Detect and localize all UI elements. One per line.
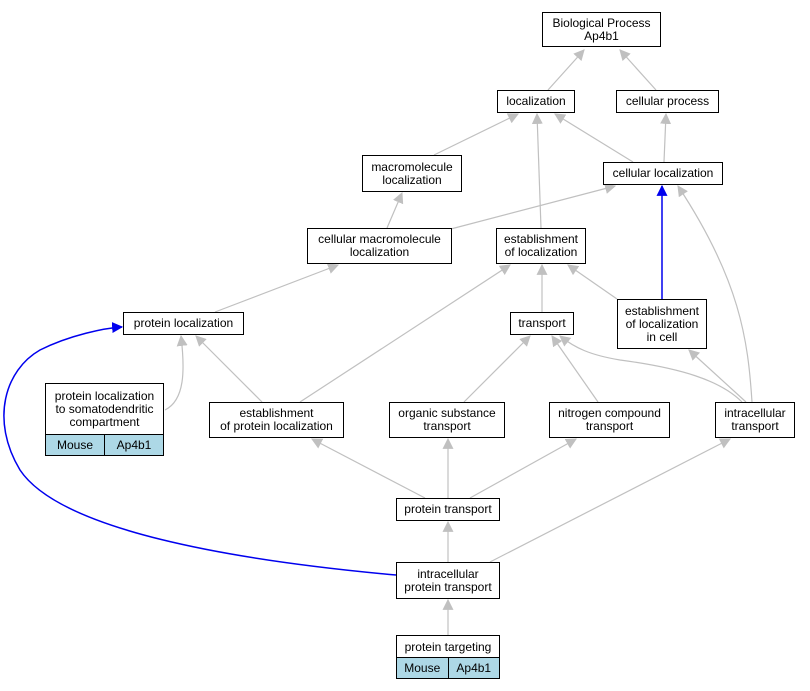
edge-protein-localization-to-cellular-macromolecule-localization bbox=[214, 263, 340, 313]
node-protein-targeting[interactable]: protein targeting Mouse Ap4b1 bbox=[396, 635, 500, 679]
edge-establishment-of-protein-localization-to-protein-localization bbox=[195, 335, 263, 403]
node-nitrogen-compound-transport[interactable]: nitrogen compound transport bbox=[549, 402, 670, 438]
edge-establishment-of-localization-in-cell-to-establishment-of-localization bbox=[567, 264, 618, 300]
edge-protein-transport-to-nitrogen-compound-transport bbox=[469, 438, 577, 499]
edge-protein-localization-somatodendritic-to-protein-localization bbox=[164, 334, 188, 411]
node-establishment-of-localization-in-cell[interactable]: establishment of localization in cell bbox=[617, 299, 707, 349]
node-cellular-macromolecule-localization[interactable]: cellular macromolecule localization bbox=[307, 228, 452, 264]
gene-cell[interactable]: Ap4b1 bbox=[104, 435, 163, 455]
node-protein-localization[interactable]: protein localization bbox=[123, 312, 244, 335]
edge-protein-transport-to-establishment-of-protein-localization bbox=[311, 438, 426, 499]
node-macromolecule-localization[interactable]: macromolecule localization bbox=[362, 155, 462, 192]
node-cellular-localization[interactable]: cellular localization bbox=[603, 162, 723, 185]
annotation-row: Mouse Ap4b1 bbox=[397, 657, 499, 678]
node-label: protein targeting bbox=[404, 639, 492, 654]
edge-localization-to-biological-process bbox=[547, 49, 585, 91]
edge-establishment-of-protein-localization-to-establishment-of-localization bbox=[299, 264, 511, 403]
node-transport[interactable]: transport bbox=[510, 312, 574, 335]
edge-organic-substance-transport-to-transport bbox=[463, 335, 531, 403]
node-intracellular-transport[interactable]: intracellular transport bbox=[715, 402, 795, 438]
edge-cellular-localization-to-localization bbox=[554, 113, 634, 163]
node-protein-localization-somatodendritic[interactable]: protein localization to somatodendritic … bbox=[45, 383, 164, 456]
edge-cellular-process-to-biological-process bbox=[619, 49, 657, 91]
edge-macromolecule-localization-to-localization bbox=[433, 113, 519, 156]
organism-cell[interactable]: Mouse bbox=[397, 658, 448, 678]
node-localization[interactable]: localization bbox=[497, 90, 575, 113]
edge-intracellular-transport-to-transport bbox=[559, 335, 743, 403]
node-label: protein localization to somatodendritic … bbox=[54, 389, 155, 429]
organism-cell[interactable]: Mouse bbox=[46, 435, 104, 455]
annotation-row: Mouse Ap4b1 bbox=[46, 434, 163, 455]
gene-cell[interactable]: Ap4b1 bbox=[447, 658, 499, 678]
edge-intracellular-protein-transport-to-protein-localization bbox=[3, 322, 397, 576]
edge-intracellular-transport-to-cellular-localization bbox=[677, 185, 753, 403]
edge-nitrogen-compound-transport-to-transport bbox=[551, 335, 599, 403]
node-cellular-process[interactable]: cellular process bbox=[616, 90, 719, 113]
edge-intracellular-transport-to-establishment-of-localization-in-cell bbox=[688, 349, 747, 403]
node-establishment-of-protein-localization[interactable]: establishment of protein localization bbox=[209, 402, 344, 438]
node-establishment-of-localization[interactable]: establishment of localization bbox=[496, 228, 586, 264]
node-intracellular-protein-transport[interactable]: intracellular protein transport bbox=[396, 562, 500, 599]
edge-cellular-localization-to-cellular-process bbox=[660, 112, 672, 163]
node-protein-transport[interactable]: protein transport bbox=[396, 498, 500, 521]
edge-intracellular-protein-transport-to-intracellular-transport bbox=[489, 438, 731, 563]
edge-cellular-macromolecule-localization-to-macromolecule-localization bbox=[386, 191, 404, 229]
node-biological-process[interactable]: Biological Process Ap4b1 bbox=[542, 12, 661, 47]
node-organic-substance-transport[interactable]: organic substance transport bbox=[389, 402, 505, 438]
edge-cellular-macromolecule-localization-to-cellular-localization bbox=[446, 183, 617, 231]
edge-establishment-of-localization-to-localization bbox=[531, 112, 543, 229]
